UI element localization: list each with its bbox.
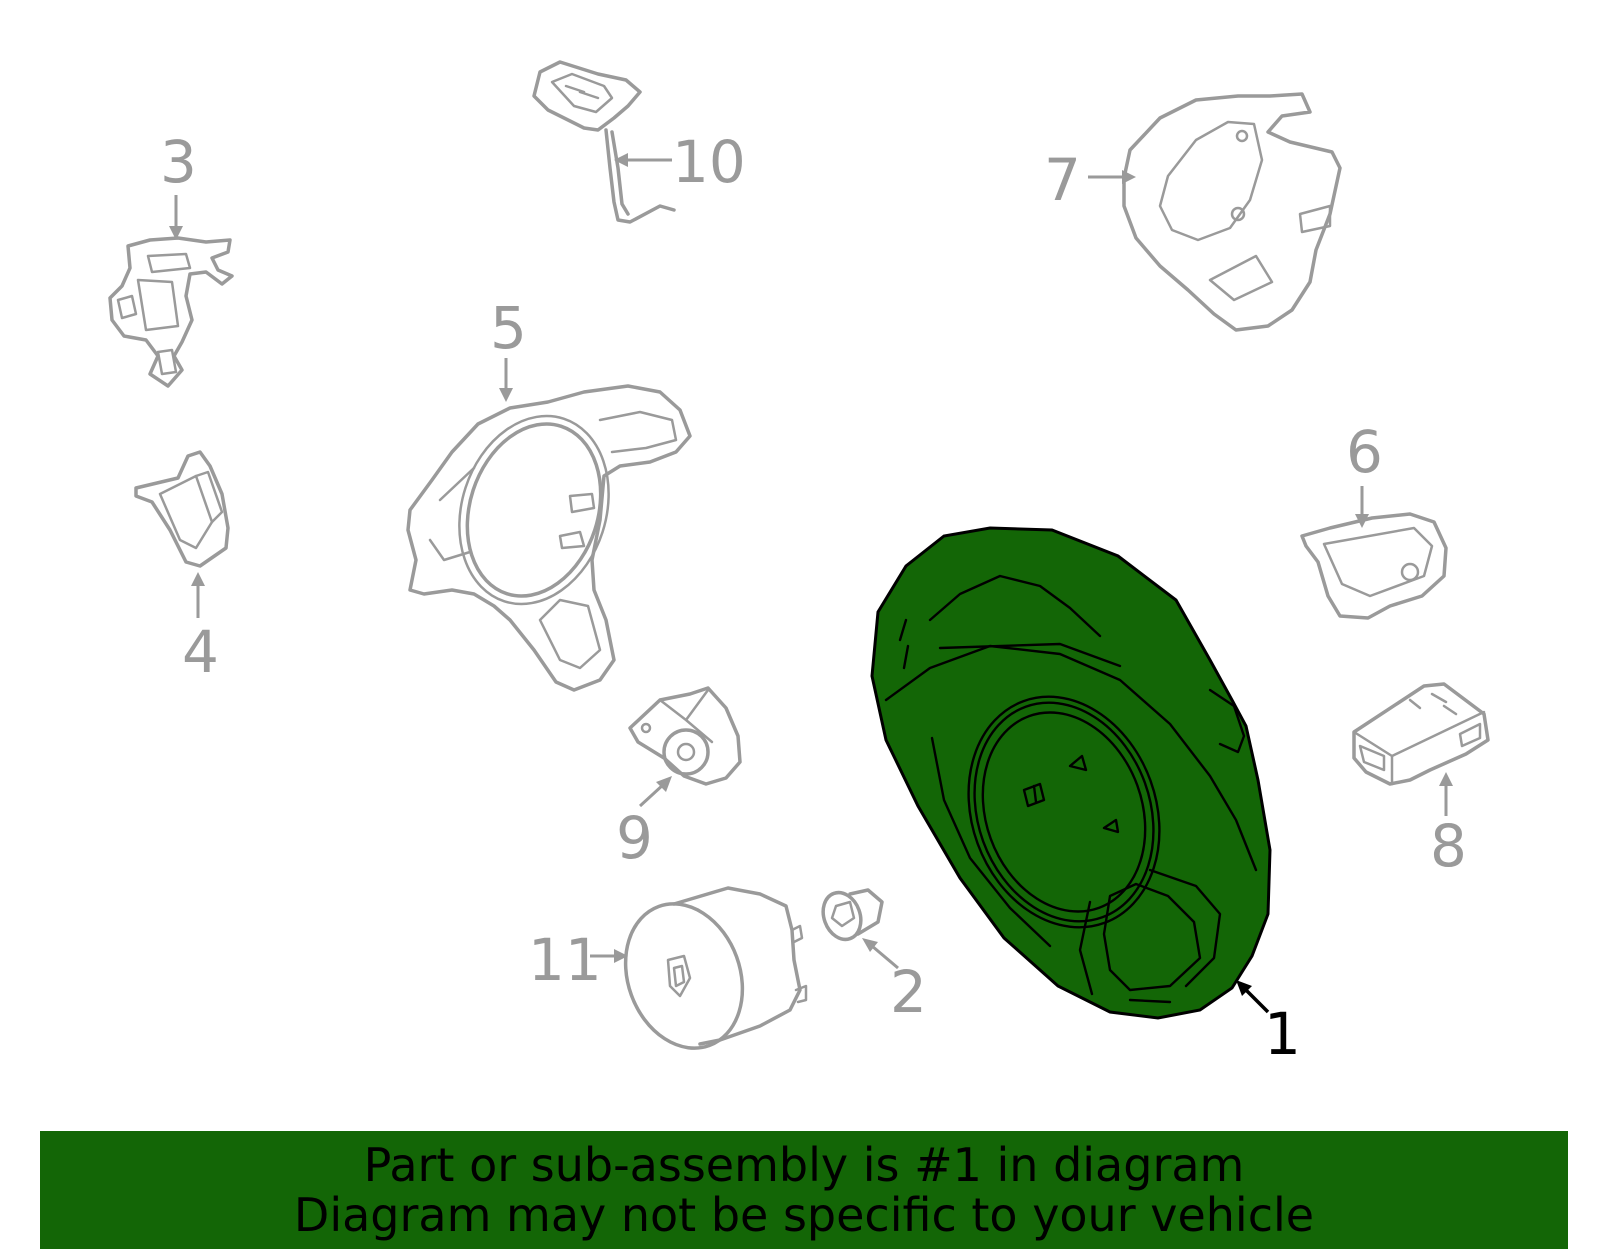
part-9-bracket bbox=[628, 686, 742, 786]
callout-3: 3 bbox=[160, 128, 197, 196]
part-11-airbag-module bbox=[623, 886, 808, 1050]
callout-5: 5 bbox=[490, 294, 527, 362]
part-10-switch-cable bbox=[532, 60, 676, 224]
part-5-trim-frame bbox=[406, 384, 692, 692]
part-7-rear-cover bbox=[1122, 92, 1342, 332]
steering-wheel-body bbox=[870, 526, 1272, 1020]
arrow-4 bbox=[191, 572, 205, 618]
part-3-bracket bbox=[108, 236, 234, 388]
callout-7: 7 bbox=[1044, 146, 1081, 214]
arrow-8 bbox=[1439, 772, 1453, 816]
callout-11: 11 bbox=[528, 926, 602, 994]
callout-6: 6 bbox=[1346, 418, 1383, 486]
part-1-steering-wheel bbox=[870, 526, 1272, 1020]
part-4-trim-cover bbox=[134, 450, 230, 568]
part-6-switch-panel bbox=[1300, 512, 1448, 620]
callout-1: 1 bbox=[1264, 1000, 1301, 1068]
arrow-10 bbox=[614, 153, 672, 167]
callout-2: 2 bbox=[890, 958, 927, 1026]
callout-4: 4 bbox=[182, 618, 219, 686]
callout-9: 9 bbox=[616, 804, 653, 872]
part-8-module bbox=[1352, 682, 1490, 786]
callout-10: 10 bbox=[672, 128, 746, 196]
arrow-5 bbox=[499, 358, 513, 402]
arrow-6 bbox=[1355, 486, 1369, 528]
arrow-7 bbox=[1088, 170, 1136, 184]
arrow-1 bbox=[1236, 980, 1270, 1014]
arrow-9 bbox=[638, 776, 672, 808]
info-banner: Part or sub-assembly is #1 in diagram Di… bbox=[40, 1131, 1568, 1249]
callout-8: 8 bbox=[1430, 812, 1467, 880]
arrow-11 bbox=[590, 949, 628, 963]
parts-diagram: 10 3 4 5 bbox=[108, 60, 1490, 1068]
part-2-bolt bbox=[821, 888, 884, 942]
banner-line-1: Part or sub-assembly is #1 in diagram bbox=[363, 1138, 1245, 1192]
arrow-2 bbox=[862, 938, 899, 970]
banner-line-2: Diagram may not be specific to your vehi… bbox=[293, 1188, 1315, 1242]
arrow-3 bbox=[169, 195, 183, 240]
